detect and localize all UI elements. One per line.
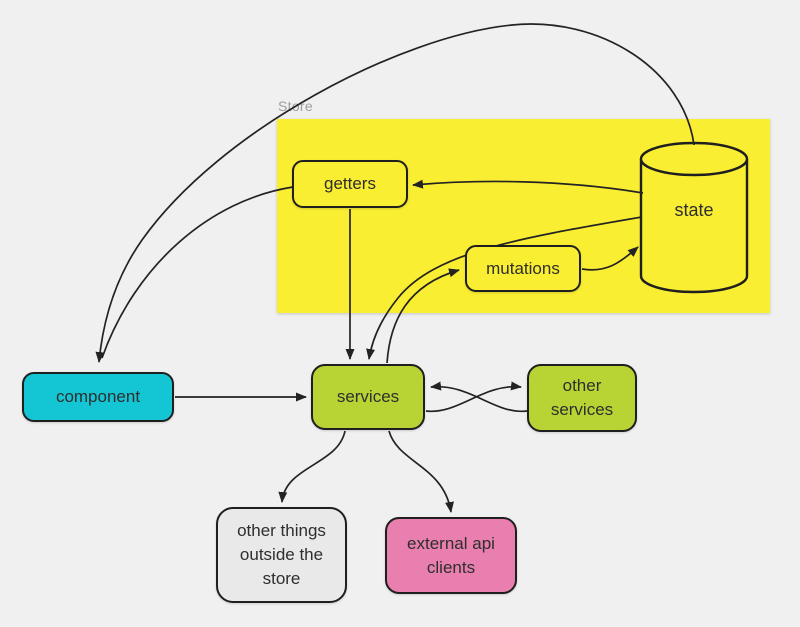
node-mutations: mutations xyxy=(465,245,581,292)
edge-mutations-to-state xyxy=(581,246,639,271)
node-other-things: other things outside the store xyxy=(216,507,347,603)
node-other-things-label: other things outside the store xyxy=(237,521,326,588)
node-other-services-label: other services xyxy=(550,376,614,419)
edge-getters-to-component xyxy=(101,186,294,359)
node-state-label: state xyxy=(674,200,714,220)
state-cylinder xyxy=(639,141,749,294)
edge-state-to-component xyxy=(95,23,695,363)
edge-services-to-mutations xyxy=(386,268,460,364)
edge-services-to-other-things xyxy=(278,430,346,503)
edge-state-to-getters xyxy=(412,179,644,194)
edge-services-to-external-api xyxy=(388,430,454,513)
node-getters: getters xyxy=(292,160,408,208)
node-external-api: external api clients xyxy=(385,517,517,594)
node-services-label: services xyxy=(336,387,400,407)
edge-other-services-to-services xyxy=(430,381,528,413)
node-other-services: other services xyxy=(527,364,637,432)
node-component: component xyxy=(22,372,174,422)
edge-services-to-other-services xyxy=(425,381,522,413)
node-external-api-label: external api clients xyxy=(407,533,495,577)
node-mutations-label: mutations xyxy=(486,258,560,278)
node-getters-label: getters xyxy=(324,174,376,194)
node-services: services xyxy=(311,364,425,430)
node-component-label: component xyxy=(55,387,141,407)
edge-state-to-services xyxy=(366,216,643,360)
